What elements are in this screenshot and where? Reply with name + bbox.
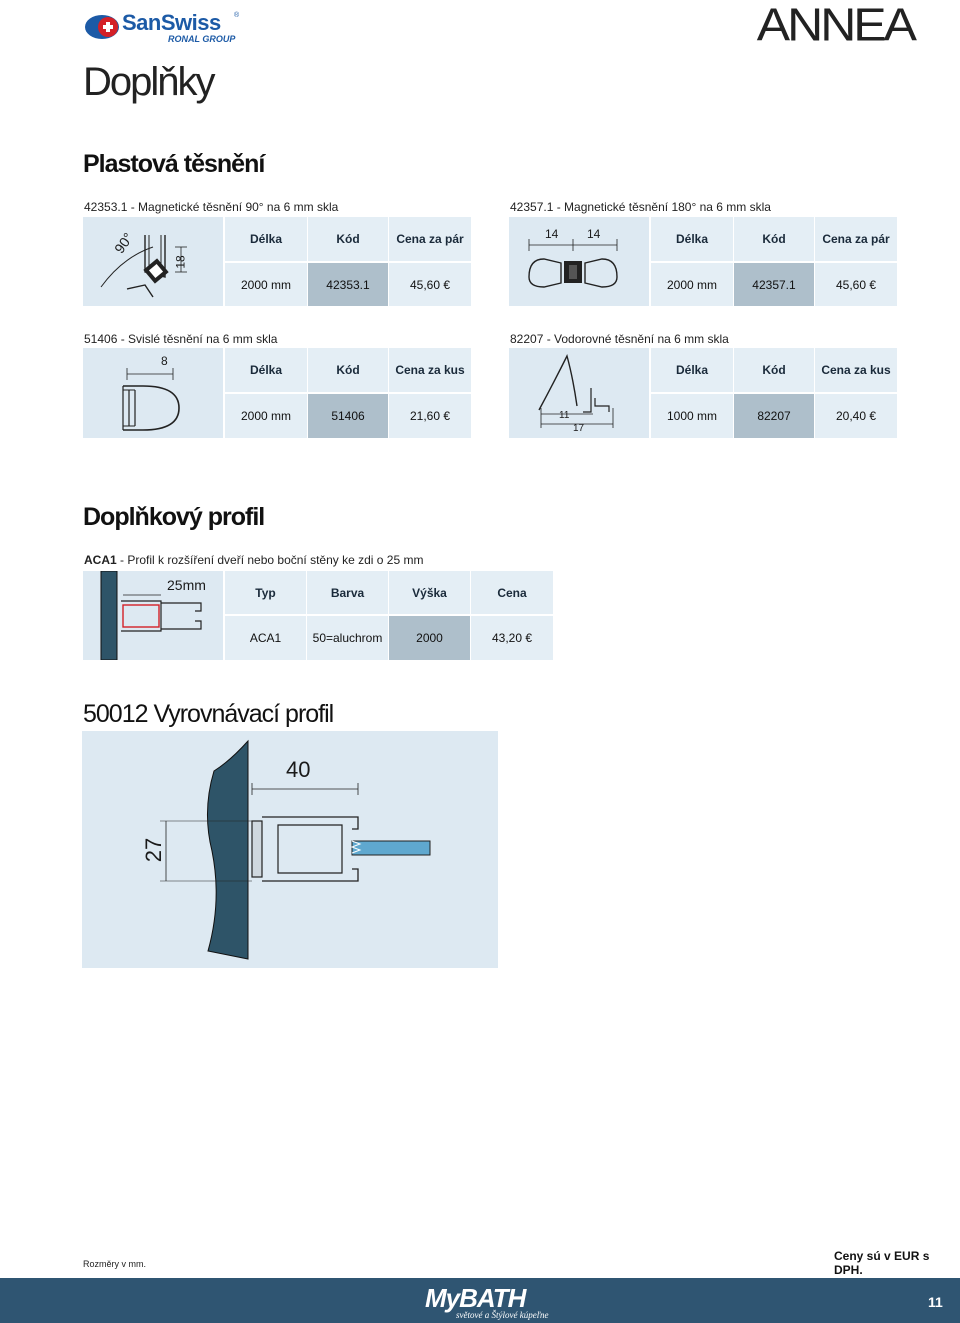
- sanswiss-logo: SanSwiss ® RONAL GROUP: [84, 10, 244, 46]
- value-length: 2000 mm: [651, 263, 733, 306]
- caption-text: - Magnetické těsnění 90° na 6 mm skla: [127, 200, 339, 214]
- caption-42353: 42353.1 - Magnetické těsnění 90° na 6 mm…: [84, 200, 338, 214]
- header-price: Cena za pár: [389, 217, 471, 261]
- caption-aca1: ACA1 - Profil k rozšíření dveří nebo boč…: [84, 553, 423, 567]
- header-height: Výška: [389, 571, 470, 614]
- header-length: Délka: [651, 348, 733, 392]
- value-price: 43,20 €: [471, 616, 553, 660]
- header-code: Kód: [734, 348, 814, 392]
- diagram-magnetic-90: 90° 18: [83, 217, 223, 306]
- label-outer-width: 17: [573, 423, 585, 434]
- section-title-leveling: 50012 Vyrovnávací profil: [83, 700, 334, 728]
- brand-title: ANNEA: [756, 0, 917, 51]
- header-color: Barva: [307, 571, 388, 614]
- header-length: Délka: [651, 217, 733, 261]
- value-type: ACA1: [225, 616, 306, 660]
- caption-code: ACA1: [84, 553, 117, 567]
- label-right-width: 14: [587, 227, 601, 241]
- logo-word: SanSwiss: [122, 10, 221, 35]
- caption-code: 42357.1: [510, 200, 554, 214]
- value-code: 42353.1: [308, 263, 388, 306]
- caption-text: - Profil k rozšíření dveří nebo boční st…: [116, 553, 424, 567]
- value-price: 45,60 €: [815, 263, 897, 306]
- caption-text: - Vodorovné těsnění na 6 mm skla: [543, 332, 729, 346]
- diagram-vertical-seal: 8: [83, 348, 223, 438]
- caption-42357: 42357.1 - Magnetické těsnění 180° na 6 m…: [510, 200, 771, 214]
- header-price: Cena: [471, 571, 553, 614]
- caption-text: - Svislé těsnění na 6 mm skla: [117, 332, 278, 346]
- prices-note: Ceny sú v EUR s DPH.: [834, 1249, 930, 1277]
- header-price: Cena za pár: [815, 217, 897, 261]
- mybath-tagline: světové a Štýlové kúpeľne: [456, 1310, 549, 1320]
- diagram-horizontal-seal: 11 17: [509, 348, 649, 438]
- header-price: Cena za kus: [389, 348, 471, 392]
- header-code: Kód: [734, 217, 814, 261]
- caption-82207: 82207 - Vodorovné těsnění na 6 mm skla: [510, 332, 729, 346]
- header-code: Kód: [308, 348, 388, 392]
- value-length: 2000 mm: [225, 263, 307, 306]
- label-width: 8: [161, 354, 168, 368]
- logo-registered: ®: [234, 12, 240, 19]
- section-title-profile: Doplňkový profil: [83, 503, 265, 531]
- header-price: Cena za kus: [815, 348, 897, 392]
- label-height: 18: [173, 255, 188, 269]
- swiss-cross-icon: [85, 15, 119, 39]
- label-left-width: 14: [545, 227, 559, 241]
- label-extension: 25mm: [167, 577, 206, 593]
- mybath-logo: MyBATH: [425, 1283, 526, 1313]
- header-length: Délka: [225, 348, 307, 392]
- header-code: Kód: [308, 217, 388, 261]
- value-code: 51406: [308, 394, 388, 438]
- page-number: 11: [928, 1294, 943, 1310]
- value-length: 2000 mm: [225, 394, 307, 438]
- caption-51406: 51406 - Svislé těsnění na 6 mm skla: [84, 332, 277, 346]
- header-length: Délka: [225, 217, 307, 261]
- value-price: 21,60 €: [389, 394, 471, 438]
- dimensions-note: Rozměry v mm.: [83, 1259, 146, 1269]
- label-inner-width: 11: [559, 410, 570, 421]
- value-code: 82207: [734, 394, 814, 438]
- logo-sub: RONAL GROUP: [168, 34, 236, 44]
- caption-code: 51406: [84, 332, 118, 346]
- header-type: Typ: [225, 571, 306, 614]
- diagram-leveling-profile: 40 27: [82, 731, 498, 968]
- caption-code: 42353.1: [84, 200, 128, 214]
- label-height: 27: [141, 837, 167, 863]
- value-color: 50=aluchrom: [307, 616, 388, 660]
- caption-code: 82207: [510, 332, 544, 346]
- caption-text: - Magnetické těsnění 180° na 6 mm skla: [553, 200, 771, 214]
- value-code: 42357.1: [734, 263, 814, 306]
- value-price: 45,60 €: [389, 263, 471, 306]
- footer-bar: [0, 1278, 960, 1323]
- label-width: 40: [286, 757, 311, 782]
- page-title: Doplňky: [83, 60, 216, 104]
- value-price: 20,40 €: [815, 394, 897, 438]
- value-length: 1000 mm: [651, 394, 733, 438]
- diagram-profile-aca1: 25mm: [83, 570, 223, 661]
- diagram-magnetic-180: 14 14: [509, 217, 649, 306]
- value-height: 2000: [389, 616, 470, 660]
- section-title-seals: Plastová těsnění: [83, 150, 265, 178]
